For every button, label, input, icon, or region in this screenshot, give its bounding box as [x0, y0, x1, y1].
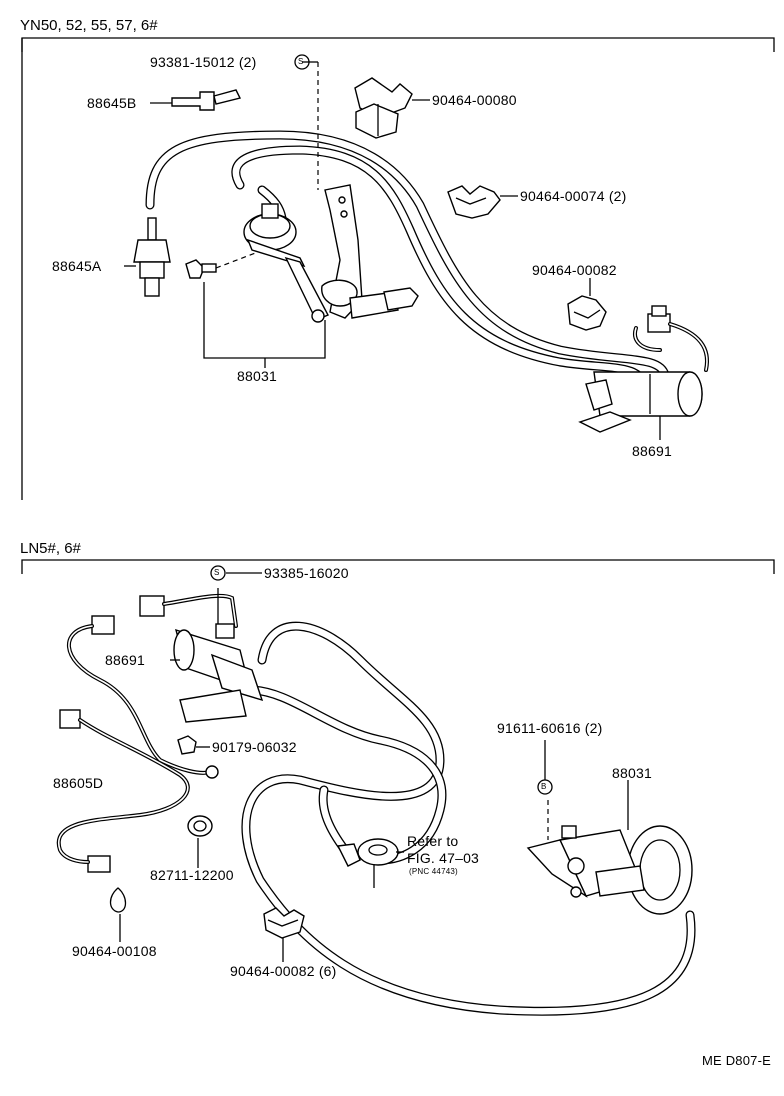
label-90464-00082-bottom: 90464-00082 (6): [230, 963, 337, 979]
actuator-88031-bottom: [526, 780, 693, 915]
label-90464-00074: 90464-00074 (2): [520, 188, 627, 204]
bolt-top: [185, 251, 259, 279]
nut-90179-06032: [177, 735, 210, 755]
label-90179-06032: 90179-06032: [212, 739, 297, 755]
symbol-s-top: S: [298, 57, 304, 66]
section1-title: YN50, 52, 55, 57, 6#: [20, 17, 158, 34]
actuator-88031-top: [203, 61, 419, 368]
label-93385-16020: 93385-16020: [264, 565, 349, 581]
clamp-90464-00082-top: [567, 278, 607, 331]
label-88691-bottom: 88691: [105, 652, 145, 668]
refer-text-line3: (PNC 44743): [409, 867, 458, 876]
label-88031-top: 88031: [237, 368, 277, 384]
wire-harness-88605d: [56, 615, 219, 873]
label-90464-00082: 90464-00082: [532, 262, 617, 278]
refer-text-line2: FIG. 47–03: [407, 850, 480, 866]
figure-code: ME D807-E: [702, 1053, 771, 1068]
clamp-90464-00080: [354, 77, 430, 139]
symbol-s-circle-top: [294, 54, 310, 70]
label-88031-bottom: 88031: [612, 765, 652, 781]
label-88645a: 88645A: [52, 258, 102, 274]
section2-hoses: [241, 621, 696, 1016]
symbol-b: B: [541, 782, 547, 791]
vsv-88645a: [124, 217, 171, 297]
clamp-82711-12200: [187, 815, 213, 868]
label-90464-00108: 90464-00108: [72, 943, 157, 959]
section2-frame: [21, 559, 775, 574]
band-90464-00108: [109, 887, 127, 942]
vsv-88691-top: [578, 305, 709, 440]
vsv-88691-bottom: [139, 572, 264, 723]
label-90464-00080: 90464-00080: [432, 92, 517, 108]
symbol-s-bottom: S: [214, 568, 220, 577]
symbol-s-circle-bottom: [210, 565, 226, 581]
clamp-90464-00082-bottom: [263, 907, 305, 962]
section1-hoses: [145, 130, 670, 395]
label-88691-top: 88691: [632, 443, 672, 459]
hose-fitting-fig-47-03: [336, 838, 404, 888]
hose-joint-88645b: [150, 89, 242, 111]
section2-title: LN5#, 6#: [20, 540, 81, 557]
section1-frame: [21, 37, 775, 500]
label-82711-12200: 82711-12200: [150, 867, 234, 883]
label-91611-60616: 91611-60616 (2): [497, 720, 603, 736]
clamp-90464-00074: [447, 185, 518, 219]
label-93381-15012: 93381-15012 (2): [150, 54, 257, 70]
label-88645b: 88645B: [87, 95, 137, 111]
refer-text-line1: Refer to: [407, 833, 459, 849]
label-88605d: 88605D: [53, 775, 104, 791]
